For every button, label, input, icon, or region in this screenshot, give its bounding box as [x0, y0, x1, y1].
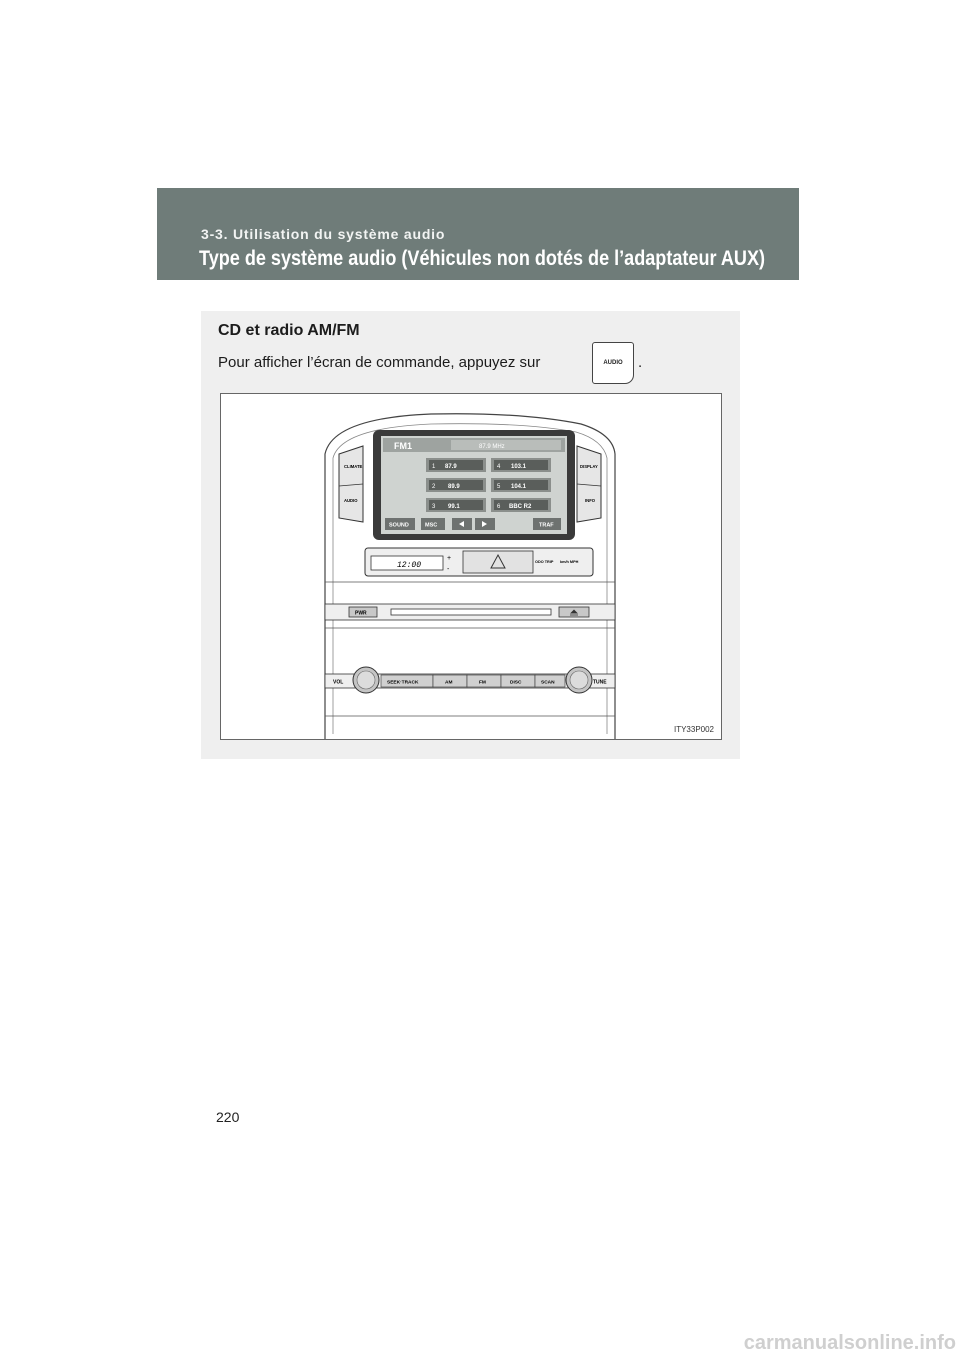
band-label: FM1	[394, 441, 412, 451]
svg-text:6: 6	[497, 504, 501, 510]
left-side-buttons: CLIMATE AUDIO	[338, 445, 364, 523]
seek-track-button[interactable]: SEEK·TRACK	[380, 674, 434, 688]
svg-text:3: 3	[432, 504, 436, 510]
svg-text:AM: AM	[445, 680, 452, 686]
instruction-period: .	[638, 354, 643, 371]
touch-screen: FM1 87.9 MHz 1 87.9 4 103.1	[373, 430, 575, 540]
svg-text:4: 4	[497, 464, 501, 470]
svg-text:5: 5	[497, 484, 501, 490]
cd-slot-row: PWR	[324, 603, 616, 621]
scan-button[interactable]: SCAN	[534, 674, 566, 688]
eject-button[interactable]	[558, 606, 590, 618]
climate-button[interactable]: CLIMATE	[344, 464, 363, 469]
svg-text:SEEK·TRACK: SEEK·TRACK	[387, 680, 419, 686]
page-number: 220	[216, 1109, 240, 1125]
cd-slot	[390, 608, 552, 616]
svg-text:-: -	[447, 566, 450, 573]
preset-6[interactable]: 6 BBC R2	[491, 498, 551, 512]
svg-text:TRAF: TRAF	[539, 523, 554, 529]
audio-button-icon: AUDIO	[592, 342, 634, 384]
page-header: 3-3. Utilisation du système audio Type d…	[157, 188, 799, 280]
kmh-mph-button[interactable]: km/h MPH	[560, 560, 579, 564]
svg-text:2: 2	[432, 484, 436, 490]
odo-trip-button[interactable]: ODO TRIP	[535, 560, 554, 564]
display-button[interactable]: DISPLAY	[580, 464, 598, 469]
svg-text:SCAN: SCAN	[541, 680, 555, 686]
preset-1[interactable]: 1 87.9	[426, 458, 486, 472]
vol-label: VOL	[333, 680, 343, 686]
preset-2[interactable]: 2 89.9	[426, 478, 486, 492]
audio-system-figure: CLIMATE AUDIO DISPLAY INFO FM1 87.9 MHz	[220, 393, 722, 740]
disc-button[interactable]: DISC	[500, 674, 536, 688]
preset-5[interactable]: 5 104.1	[491, 478, 551, 492]
audio-side-button[interactable]: AUDIO	[344, 498, 358, 503]
hazard-button[interactable]	[462, 550, 534, 574]
figure-code: ITY33P002	[673, 725, 714, 734]
svg-text:SOUND: SOUND	[389, 523, 409, 529]
seek-down-button[interactable]	[452, 518, 472, 530]
preset-4[interactable]: 4 103.1	[491, 458, 551, 472]
sound-button[interactable]: SOUND	[385, 518, 415, 530]
panel-heading: CD et radio AM/FM	[218, 322, 360, 339]
audio-control-row: VOL SEEK·TRACK AM FM DISC	[324, 666, 616, 694]
frequency-readout: 87.9 MHz	[479, 444, 505, 450]
preset-3[interactable]: 3 99.1	[426, 498, 486, 512]
info-button[interactable]: INFO	[585, 498, 596, 503]
seek-up-button[interactable]	[475, 518, 495, 530]
clock-display: 12:00	[397, 561, 421, 570]
pwr-button[interactable]: PWR	[348, 606, 378, 618]
svg-text:PWR: PWR	[355, 611, 367, 617]
content-panel: CD et radio AM/FM Pour afficher l’écran …	[201, 311, 740, 759]
instruction-text: Pour afficher l’écran de commande, appuy…	[218, 354, 541, 371]
svg-text:FM: FM	[479, 680, 486, 686]
svg-text:103.1: 103.1	[511, 464, 527, 470]
watermark-text: carmanualsonline.info	[743, 1332, 956, 1354]
svg-text:DISC: DISC	[510, 680, 522, 686]
tune-label: TUNE	[593, 680, 607, 686]
svg-text:87.9: 87.9	[445, 464, 457, 470]
msc-button[interactable]: MSC	[421, 518, 445, 530]
right-side-buttons: DISPLAY INFO	[576, 445, 602, 523]
clock-hazard-strip: 12:00 + - ODO TRIP km/h MPH	[364, 547, 594, 577]
am-button[interactable]: AM	[432, 674, 468, 688]
fm-button[interactable]: FM	[466, 674, 502, 688]
svg-text:BBC R2: BBC R2	[509, 504, 532, 510]
svg-text:1: 1	[432, 464, 436, 470]
traf-button[interactable]: TRAF	[533, 518, 561, 530]
svg-text:104.1: 104.1	[511, 484, 527, 490]
section-title: 3-3. Utilisation du système audio	[201, 226, 446, 242]
watermark: carmanualsonline.info	[736, 1328, 960, 1358]
clock-adjust-buttons[interactable]: +	[447, 555, 451, 562]
page-title: Type de système audio (Véhicules non dot…	[199, 247, 766, 270]
svg-text:MSC: MSC	[425, 523, 437, 529]
svg-text:89.9: 89.9	[448, 484, 460, 490]
svg-text:99.1: 99.1	[448, 504, 460, 510]
